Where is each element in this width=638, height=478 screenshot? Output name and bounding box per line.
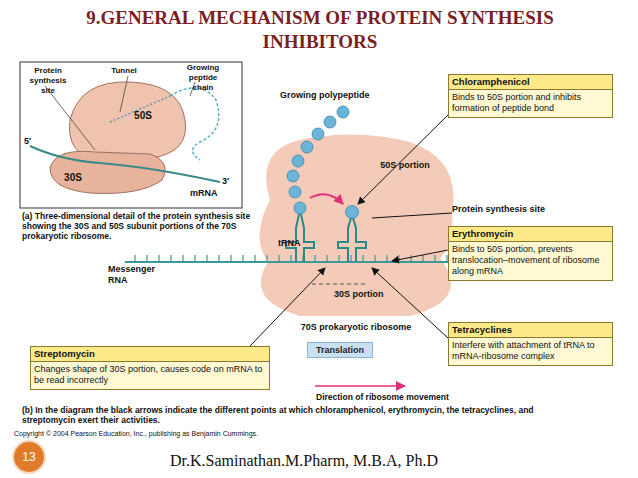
- amino-acid: [312, 128, 324, 140]
- direction-arrow: [315, 385, 405, 387]
- amino-acid: [346, 206, 359, 219]
- amino-acid: [324, 116, 336, 128]
- drug-action: Binds to 50S portion and inhibits format…: [449, 90, 612, 117]
- part-label: Direction of ribosome movement: [316, 392, 516, 402]
- drug-callout: TetracyclinesInterfere with attachment o…: [448, 322, 613, 366]
- drug-name: Chloramphenicol: [449, 75, 612, 90]
- part-label: Growing peptide chain: [178, 63, 228, 93]
- tunnel-line: [110, 96, 170, 122]
- leader-arrow: [250, 268, 325, 346]
- drug-action: Binds to 50S portion, prevents transloca…: [449, 242, 612, 280]
- leader-line: [45, 76, 195, 150]
- process-label: Translation: [308, 343, 372, 357]
- page-number: 13: [14, 442, 44, 472]
- trna-symbol: [338, 218, 366, 262]
- transfer-arrow: [310, 194, 343, 204]
- drug-callout: StreptomycinChanges shape of 30S portion…: [30, 346, 270, 390]
- drug-action: Changes shape of 30S portion, causes cod…: [31, 362, 269, 389]
- part-label: 50S portion: [380, 160, 430, 171]
- figure-caption: (a) Three-dimensional detail of the prot…: [22, 211, 254, 241]
- part-label: 50S: [128, 110, 158, 122]
- drug-name: Erythromycin: [449, 227, 612, 242]
- part-label: mRNA: [190, 188, 230, 199]
- amino-acid: [337, 106, 349, 118]
- page-title: 9.GENERAL MECHANISM OF PROTEIN SYNTHESIS…: [40, 6, 600, 54]
- subunit-divider: [312, 284, 368, 285]
- drug-action: Interfere with attachment of tRNA to mRN…: [449, 338, 612, 365]
- copyright-note: Copyright © 2004 Pearson Education, Inc.…: [14, 430, 354, 438]
- leader-line: [372, 213, 452, 218]
- large-subunit: [70, 82, 186, 158]
- amino-acid: [289, 186, 301, 198]
- drug-name: Streptomycin: [31, 347, 269, 362]
- amino-acid: [301, 141, 313, 153]
- author-footer: Dr.K.Saminathan.M.Pharm, M.B.A, Ph.D: [170, 451, 590, 470]
- mrna-strand: [30, 146, 220, 182]
- inset-frame: [20, 62, 242, 208]
- peptide-chain: [170, 88, 219, 160]
- amino-acid: [287, 170, 299, 182]
- part-label: Protein synthesis site: [22, 66, 74, 96]
- part-label: 30S portion: [334, 289, 414, 300]
- part-label: Messenger RNA: [108, 264, 164, 286]
- process-band: Translation: [307, 342, 373, 358]
- part-label: Growing polypeptide: [280, 90, 410, 101]
- leader-arrows: [250, 108, 455, 346]
- figure-caption: (b) In the diagram the black arrows indi…: [22, 405, 582, 425]
- trna-shape: [338, 218, 366, 262]
- part-label: 5′: [24, 136, 38, 147]
- part-label: Tunnel: [104, 66, 144, 76]
- polypeptide-beads: [287, 106, 359, 219]
- amino-acid: [292, 155, 304, 167]
- part-label: tRNA: [278, 238, 308, 249]
- page-number-circle: 13: [12, 440, 46, 474]
- leader-arrow: [358, 108, 455, 204]
- part-label: 3′: [222, 176, 236, 187]
- ribosome-body: [259, 134, 453, 316]
- drug-name: Tetracyclines: [449, 323, 612, 338]
- part-label: 70S prokaryotic ribosome: [296, 322, 416, 333]
- drug-callout: ChloramphenicolBinds to 50S portion and …: [448, 74, 613, 118]
- drug-callout: ErythromycinBinds to 50S portion, preven…: [448, 226, 613, 281]
- amino-acid: [294, 202, 306, 214]
- part-label: Protein synthesis site: [452, 204, 602, 215]
- leader-arrow: [392, 250, 448, 261]
- part-label: 30S: [58, 172, 88, 184]
